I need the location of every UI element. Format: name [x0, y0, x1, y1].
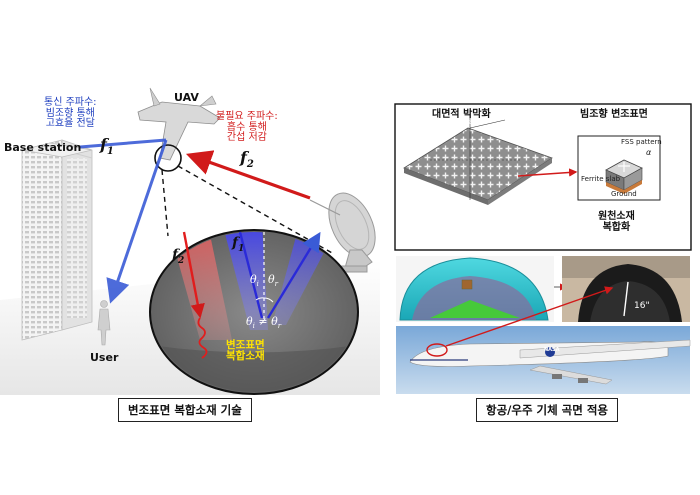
- f1-label: f1: [100, 135, 114, 158]
- aircraft-photo: [396, 326, 691, 394]
- user-label: User: [90, 351, 119, 364]
- blue-link-in: [79, 138, 167, 149]
- curved-sample-photo: [562, 256, 690, 322]
- red-annotation: 불필요 주파수: 흡수 통해 간섭 저감: [216, 111, 278, 144]
- alpha-label: α: [646, 148, 652, 157]
- blue-annotation-line-1: 통신 주파수:: [44, 97, 97, 108]
- red-annotation-line-1: 불필요 주파수:: [216, 111, 278, 122]
- theta-i-label: θi: [250, 273, 259, 289]
- inset-f2-label: f2: [172, 247, 185, 266]
- base-station-label: Base station: [4, 141, 82, 154]
- red-interference-arrow: [185, 150, 311, 200]
- zoom-line-right: [177, 165, 335, 255]
- composite-label: 원천소재 복합화: [598, 211, 635, 233]
- curved-shell-render: [396, 256, 554, 322]
- inset-f1-label: f1: [232, 235, 245, 254]
- curve-dimension-label: 16": [634, 301, 650, 311]
- material-label-line-2: 복합소재: [226, 350, 265, 363]
- ground-label: Ground: [611, 190, 637, 198]
- composite-label-line-1: 원천소재: [598, 211, 635, 222]
- large-area-title: 대면적 박막화: [432, 109, 491, 120]
- inset-reflected-arrow: [266, 231, 321, 319]
- theta-r-label: θr: [268, 273, 278, 289]
- right-caption: 항공/우주 기체 곡면 적용: [476, 398, 619, 422]
- slab-to-cell-arrow: [517, 168, 578, 177]
- left-caption: 변조표면 복합소재 기술: [118, 398, 252, 422]
- fss-pattern-label: FSS pattern: [621, 138, 662, 146]
- unit-cell: [605, 159, 643, 194]
- theta-inequality: θi ≠ θr: [246, 315, 282, 331]
- user-figure: [97, 300, 111, 346]
- ferrite-slab-label: Ferrite slab: [581, 175, 621, 183]
- absorption-squiggle: [197, 317, 208, 359]
- blue-annotation: 통신 주파수: 빔조향 통해 고효율 전달: [44, 97, 97, 130]
- blue-annotation-line-2: 빔조향 통해: [45, 107, 95, 119]
- red-annotation-line-2: 흡수 통해: [226, 121, 267, 133]
- inset-red-arrow: [182, 231, 205, 319]
- nasa-logo-text: NASA: [544, 347, 560, 353]
- blue-annotation-line-3: 고효율 전달: [45, 118, 95, 129]
- base-station-building: [21, 139, 93, 341]
- inset-incident-arrow: [238, 231, 264, 319]
- blue-link-out: [106, 139, 168, 304]
- large-area-slab: [403, 110, 553, 205]
- uav-aircraft: [137, 87, 221, 161]
- composite-label-line-2: 복합화: [602, 221, 631, 233]
- uav-zoom-circle: [154, 144, 182, 172]
- uav-label: UAV: [174, 91, 199, 104]
- material-label: 변조표면 복합소재: [226, 339, 265, 363]
- beam-surface-title: 빔조향 변조표면: [580, 109, 648, 120]
- aircraft-to-sample-arrow: [445, 286, 614, 347]
- red-annotation-line-3: 간섭 저감: [226, 132, 267, 143]
- dish-antenna: [309, 192, 376, 273]
- zoom-line-left: [161, 169, 169, 237]
- f2-label: f2: [240, 148, 254, 171]
- material-label-line-1: 변조표면: [226, 339, 265, 351]
